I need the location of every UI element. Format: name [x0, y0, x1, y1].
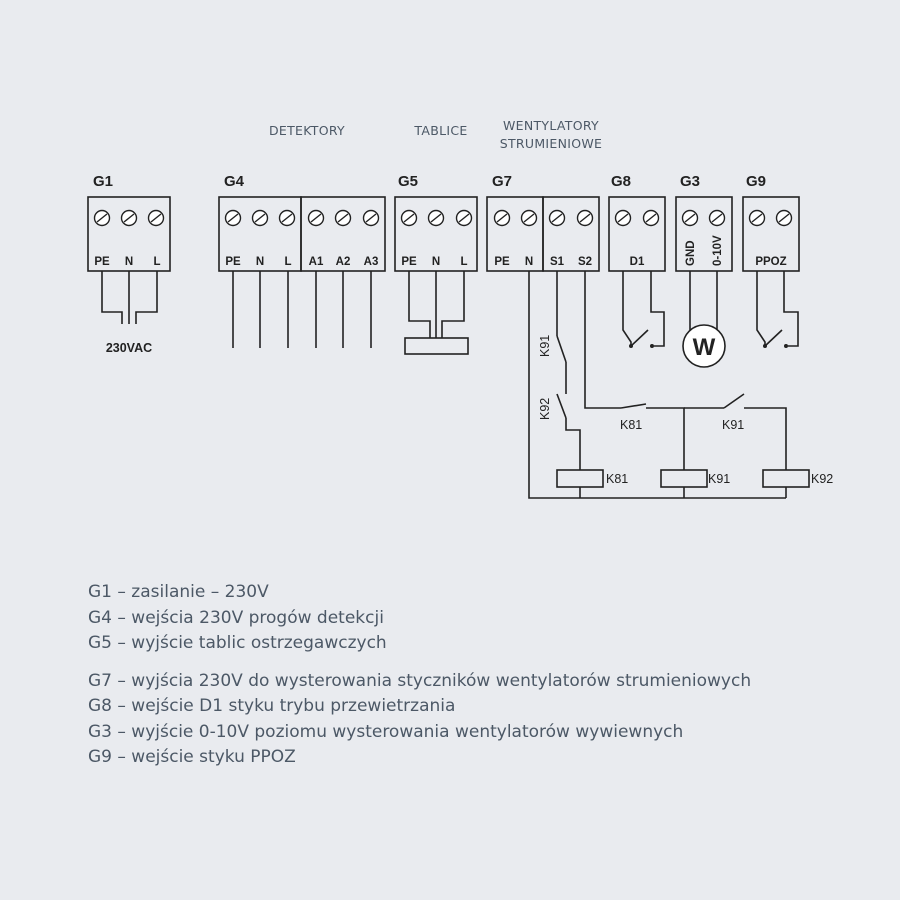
group-g3-name: G3: [680, 173, 700, 190]
pin-label: S1: [550, 256, 565, 268]
screw-icon: [748, 209, 766, 227]
g3-fan-output: [682, 271, 726, 368]
pin-label: 0-10V: [712, 235, 724, 266]
screw-icon: [400, 209, 418, 227]
screw-icon: [278, 209, 296, 227]
contact-label-k92: K92: [538, 398, 552, 420]
screw-icon: [493, 209, 511, 227]
legend-item: G9 – wejście styku PPOZ: [88, 747, 296, 767]
screw-terminals: [93, 209, 793, 227]
coil-k91: [660, 469, 708, 488]
pin-label: PE: [94, 256, 110, 268]
group-g4-name: G4: [224, 173, 245, 190]
supply-label: 230VAC: [106, 341, 152, 355]
contact-label-k91: K91: [538, 335, 552, 357]
g5-warning-board: [404, 271, 469, 355]
screw-icon: [775, 209, 793, 227]
pin-label: A2: [336, 256, 351, 268]
pin-label: L: [153, 256, 160, 268]
screw-icon: [334, 209, 352, 227]
fan-symbol: W: [693, 334, 716, 361]
contact-label-k81: K81: [620, 418, 642, 432]
g8-contact: [622, 271, 665, 348]
coil-label-k81: K81: [606, 472, 628, 486]
contact-label-k91-b: K91: [722, 418, 744, 432]
screw-icon: [576, 209, 594, 227]
pin-label: A3: [364, 256, 379, 268]
pin-label: N: [256, 256, 264, 268]
screw-icon: [307, 209, 325, 227]
screw-icon: [681, 209, 699, 227]
fan-icon: [682, 324, 726, 368]
g9-contact: [756, 271, 799, 348]
pin-label: A1: [309, 256, 324, 268]
group-g5-name: G5: [398, 173, 418, 190]
group-g1-name: G1: [93, 173, 113, 190]
coil-k81: [556, 469, 604, 488]
legend-item: G7 – wyjścia 230V do wysterowania styczn…: [88, 670, 752, 691]
screw-icon: [224, 209, 242, 227]
screw-icon: [455, 209, 473, 227]
pin-label: L: [460, 256, 467, 268]
screw-icon: [708, 209, 726, 227]
screw-icon: [642, 209, 660, 227]
pin-label: PE: [401, 256, 417, 268]
group-g8-name: G8: [611, 173, 631, 190]
pin-label: PPOZ: [755, 256, 786, 268]
screw-icon: [427, 209, 445, 227]
legend-item: G8 – wejście D1 styku trybu przewietrzan…: [88, 696, 456, 716]
header-detectors: DETEKTORY: [269, 123, 345, 138]
legend-item: G5 – wyjście tablic ostrzegawczych: [88, 633, 387, 653]
pin-label: N: [525, 256, 533, 268]
pin-label: GND: [685, 240, 697, 266]
terminal-block-g9: [742, 196, 800, 272]
legend-item: G4 – wejścia 230V progów detekcji: [88, 607, 384, 628]
pin-label: N: [432, 256, 440, 268]
g7-fan-circuit: [528, 271, 810, 499]
pin-label: S2: [578, 256, 592, 268]
group-g9-name: G9: [746, 173, 766, 190]
screw-icon: [251, 209, 269, 227]
pin-label: PE: [494, 256, 510, 268]
legend: G1 – zasilanie – 230V G4 – wejścia 230V …: [88, 580, 878, 771]
legend-item: G3 – wyjście 0-10V poziomu wysterowania …: [88, 721, 684, 742]
pin-label: L: [284, 256, 291, 268]
legend-item: G1 – zasilanie – 230V: [88, 582, 269, 602]
screw-icon: [614, 209, 632, 227]
coil-label-k92: K92: [811, 472, 833, 486]
group-g7-name: G7: [492, 173, 512, 190]
header-boards: TABLICE: [413, 123, 467, 138]
wiring-diagram: DETEKTORY TABLICE WENTYLATORY STRUMIENIO…: [87, 118, 833, 499]
screw-icon: [93, 209, 111, 227]
pin-label: D1: [630, 256, 645, 268]
coil-label-k91: K91: [708, 472, 730, 486]
pin-label: PE: [225, 256, 241, 268]
g4-detector-wires: [232, 271, 372, 348]
g1-supply-wires: [101, 271, 158, 324]
coil-k92: [762, 469, 810, 488]
header-fans-line1: WENTYLATORY: [503, 118, 599, 133]
screw-icon: [147, 209, 165, 227]
screw-icon: [548, 209, 566, 227]
terminal-block-g3: [675, 196, 733, 272]
terminal-block-g8: [608, 196, 666, 272]
screw-icon: [520, 209, 538, 227]
pin-label: N: [125, 256, 133, 268]
screw-icon: [362, 209, 380, 227]
header-fans-line2: STRUMIENIOWE: [500, 136, 603, 151]
terminal-block-g7-b: [542, 196, 600, 272]
screw-icon: [120, 209, 138, 227]
